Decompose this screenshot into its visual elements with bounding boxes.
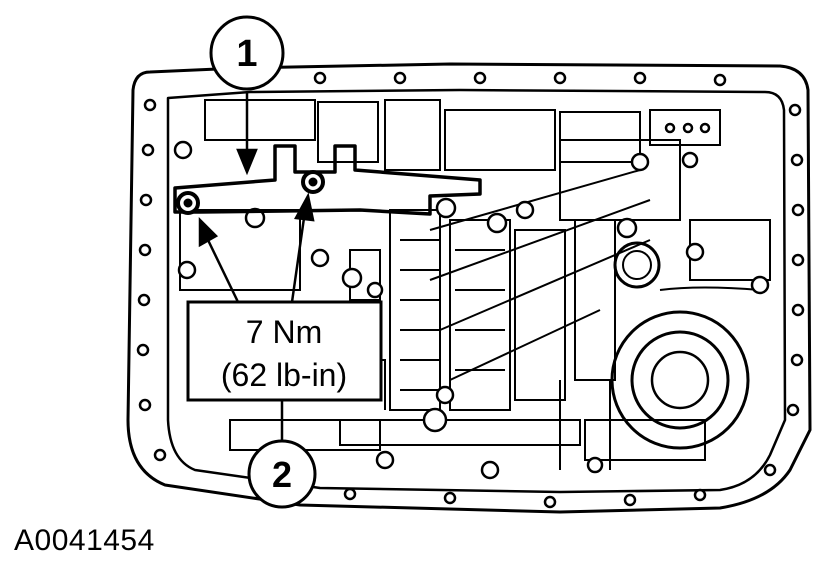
callout-1-number: 1 — [236, 33, 257, 75]
callout-1: 1 — [209, 15, 285, 91]
gasket-outer-outline — [126, 62, 812, 514]
bracket-bolts — [176, 170, 325, 215]
valve-body-passages — [179, 99, 771, 470]
torque-spec-box: 7 Nm (62 lb-in) — [186, 300, 383, 402]
torque-metric: 7 Nm — [246, 314, 322, 350]
accumulator-bore — [610, 241, 750, 450]
gasket-inner-outline — [166, 88, 787, 494]
torque-imperial: (62 lb-in) — [221, 357, 347, 393]
valve-body-diagram: 1 7 Nm (62 lb-in) 2 — [126, 15, 812, 514]
callout-2: 2 — [247, 439, 317, 509]
component-bracket — [173, 144, 482, 216]
figure-id-label: A0041454 — [14, 524, 155, 557]
valve-body-fittings — [173, 122, 770, 480]
leader-lines — [198, 93, 315, 442]
callout-2-number: 2 — [272, 454, 292, 495]
